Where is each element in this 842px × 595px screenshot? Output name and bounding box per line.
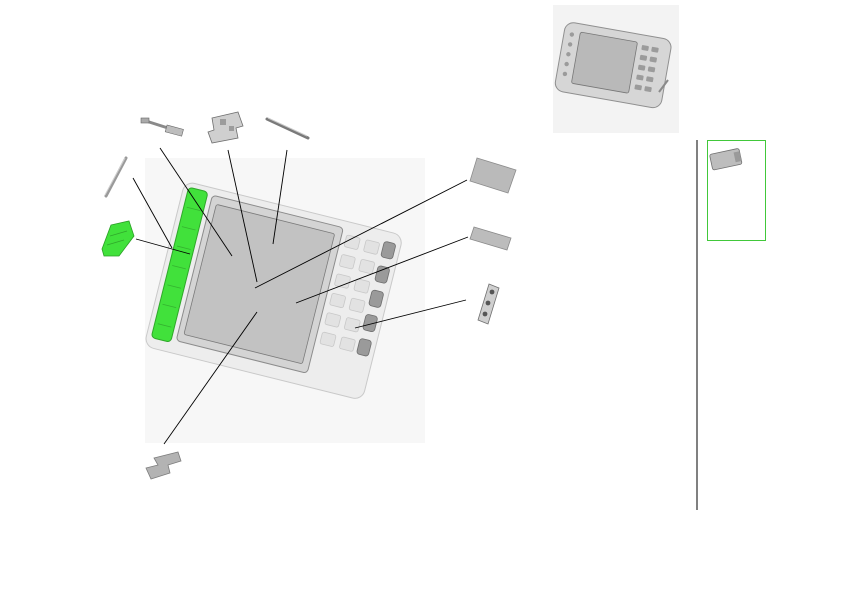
leader-lines (132, 147, 469, 445)
battery-cover-icon[interactable] (709, 148, 743, 171)
pin-icon[interactable] (104, 156, 128, 198)
plate-icon[interactable] (469, 157, 517, 194)
cable-icon[interactable] (140, 117, 184, 137)
bracket-icon[interactable] (207, 111, 244, 144)
preview-thumbnail (553, 5, 679, 133)
display-screen[interactable] (183, 204, 335, 364)
strip-icon[interactable] (469, 226, 512, 251)
button-column (356, 241, 396, 357)
rod-icon[interactable] (265, 117, 310, 140)
switch-bar-icon[interactable] (477, 283, 500, 325)
selected-part-box[interactable] (707, 140, 766, 241)
flex-cable-icon[interactable] (145, 451, 182, 480)
board-green-connector[interactable] (151, 187, 208, 343)
connector-ridges (157, 206, 201, 328)
main-board[interactable] (144, 181, 403, 400)
connector-icon[interactable] (101, 220, 135, 257)
keypad-area (319, 234, 380, 352)
